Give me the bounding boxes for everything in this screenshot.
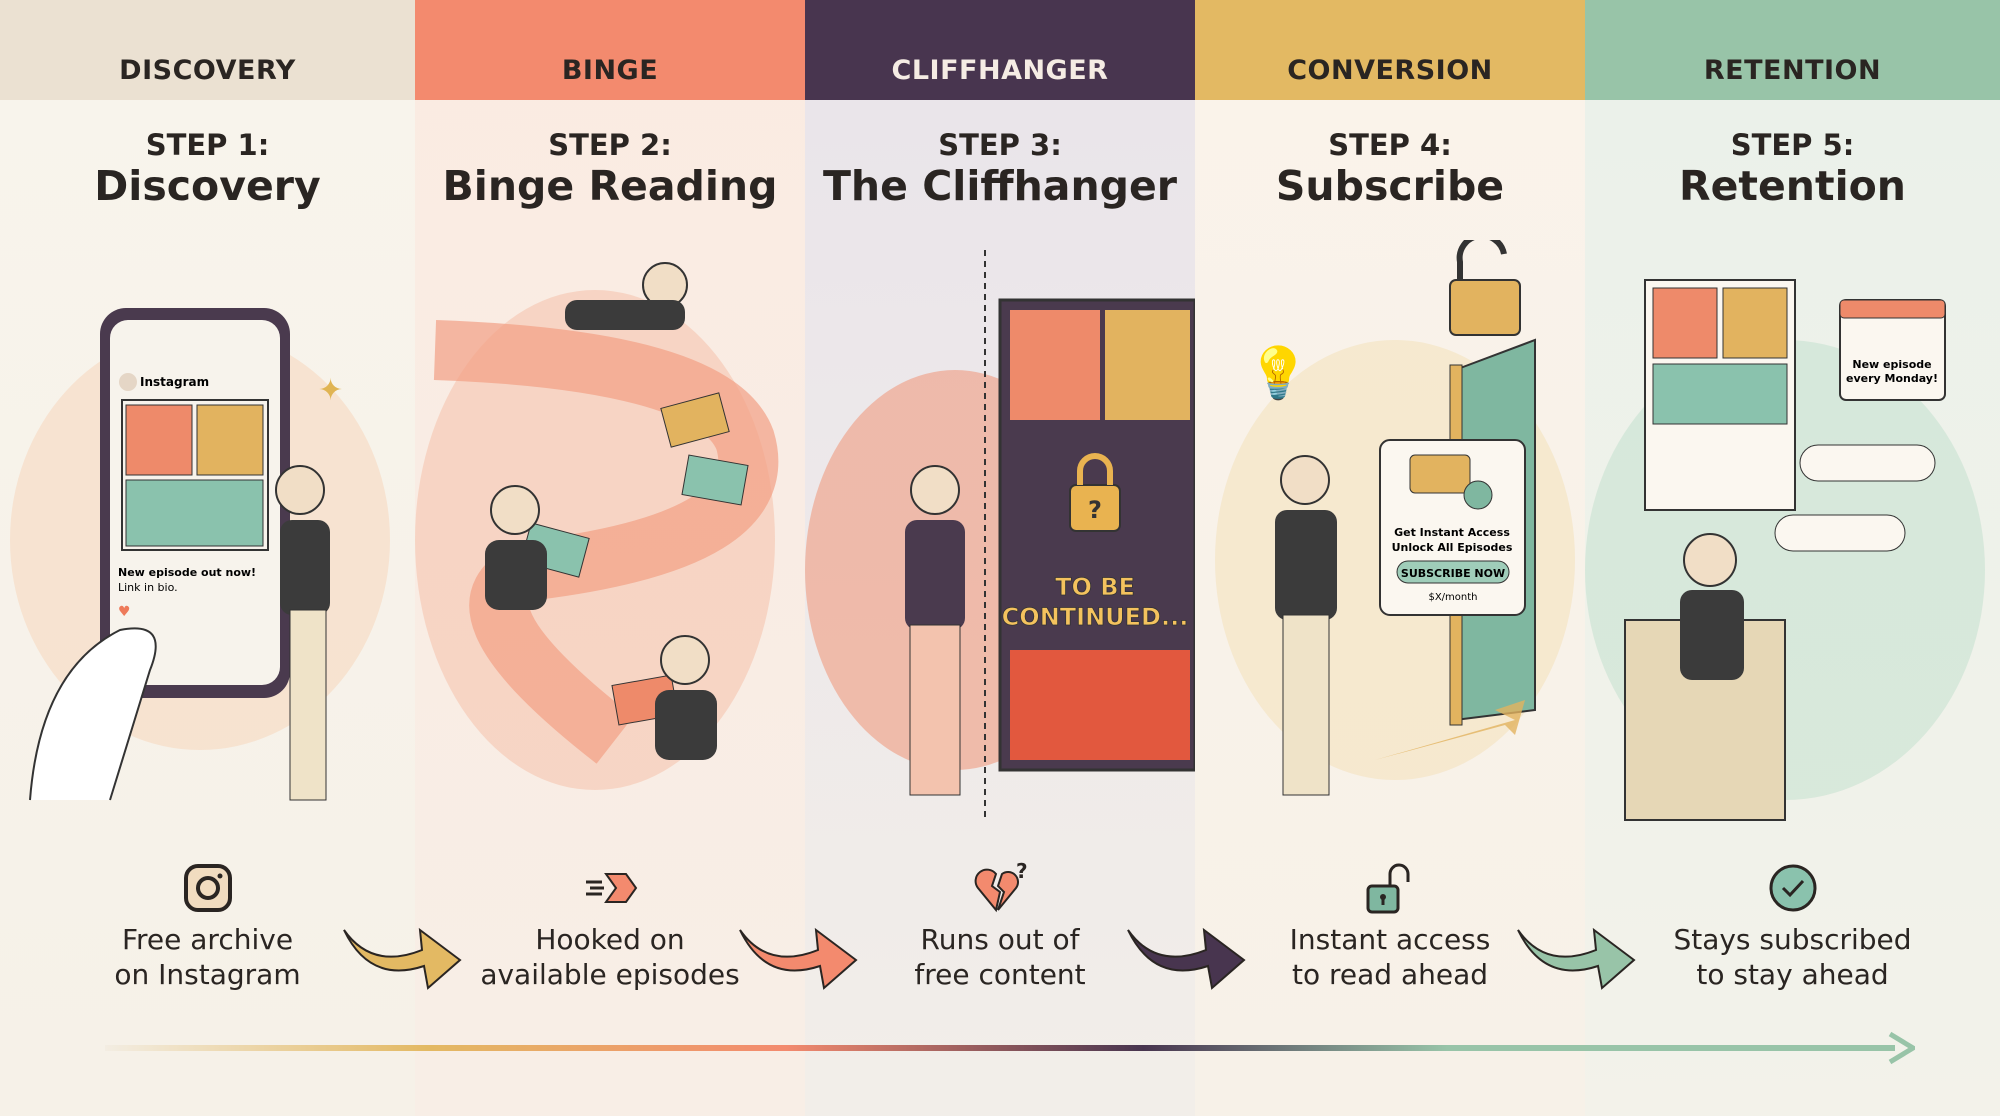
stage-cliffhanger: CLIFFHANGER STEP 3: The Cliffhanger ? TO… <box>805 0 1195 1116</box>
stage-header: CONVERSION <box>1195 0 1585 100</box>
open-padlock <box>1449 279 1521 336</box>
step-title: Binge Reading <box>442 162 778 210</box>
step-title: The Cliffhanger <box>822 162 1178 210</box>
step-title: Discovery <box>94 162 321 210</box>
flow-arrow-icon <box>1127 927 1246 990</box>
cliffhanger-illustration: ? TO BE CONTINUED... <box>805 250 1195 820</box>
to-be-continued-banner: TO BE <box>1055 573 1135 601</box>
svg-text:SUBSCRIBE NOW: SUBSCRIBE NOW <box>1401 567 1505 580</box>
step-number: STEP 1: <box>145 128 270 162</box>
conversion-illustration: 💡 Get Instant Access Unlock All Episodes… <box>1215 240 1575 796</box>
step-number: STEP 2: <box>548 128 672 162</box>
calendar-line2: every Monday! <box>1846 372 1938 385</box>
lightbulb-icon: 💡 <box>1247 344 1309 402</box>
calendar-line1: New episode <box>1852 358 1931 371</box>
retention-illustration: New episode every Monday! <box>1585 279 1985 821</box>
lock-icon <box>1069 484 1121 532</box>
flow-arrow-icon <box>1517 927 1636 990</box>
post-subtitle: Link in bio. <box>118 581 178 594</box>
step-title: Retention <box>1679 162 1906 210</box>
person-head <box>275 465 325 515</box>
step-title: Subscribe <box>1275 162 1505 210</box>
sparkle-icon: ✦ <box>318 373 343 408</box>
flow-arrow-icon <box>343 927 462 990</box>
stage-discovery: DISCOVERY STEP 1: Discovery Instagram Ne… <box>0 0 415 1116</box>
svg-text:CONTINUED...: CONTINUED... <box>1002 603 1189 631</box>
stage-conversion: CONVERSION STEP 4: Subscribe 💡 Get Insta… <box>1195 0 1585 1116</box>
price: $X/month <box>1428 592 1477 603</box>
comic-strip-path <box>433 320 779 764</box>
notification-bubble <box>1774 514 1906 552</box>
stage-header: RETENTION <box>1585 0 2000 100</box>
stage-retention: RETENTION STEP 5: Retention New episode … <box>1585 0 2000 1116</box>
flow-arrow-icon <box>739 927 858 990</box>
subscribe-now-button[interactable] <box>1396 560 1510 584</box>
journey-progress-arrow <box>105 1031 1915 1065</box>
broken-heart-question-icon: ? <box>974 860 1028 913</box>
avatar <box>119 373 137 391</box>
svg-text:?: ? <box>1088 496 1102 524</box>
step-number: STEP 4: <box>1328 128 1452 162</box>
notification-bubble <box>1799 444 1936 482</box>
step-number: STEP 5: <box>1730 128 1855 162</box>
instagram-icon <box>183 864 232 912</box>
svg-text:?: ? <box>1016 860 1028 883</box>
check-circle-icon <box>1769 864 1816 912</box>
post-title: New episode out now! <box>118 566 256 579</box>
stage-header: BINGE <box>415 0 805 100</box>
discovery-illustration: Instagram New episode out now! Link in b… <box>10 308 390 801</box>
hand <box>29 627 157 801</box>
fast-arrow-icon <box>586 873 638 903</box>
heart-icon[interactable]: ♥ <box>118 604 131 620</box>
unlock-icon <box>1366 863 1410 914</box>
binge-illustration <box>415 262 779 790</box>
stage-header: DISCOVERY <box>0 0 415 100</box>
phone-account-name: Instagram <box>140 375 209 389</box>
paywall-line2: Unlock All Episodes <box>1392 541 1513 554</box>
step-number: STEP 3: <box>938 128 1062 162</box>
stage-header: CLIFFHANGER <box>805 0 1195 100</box>
paywall-line1: Get Instant Access <box>1394 526 1510 539</box>
